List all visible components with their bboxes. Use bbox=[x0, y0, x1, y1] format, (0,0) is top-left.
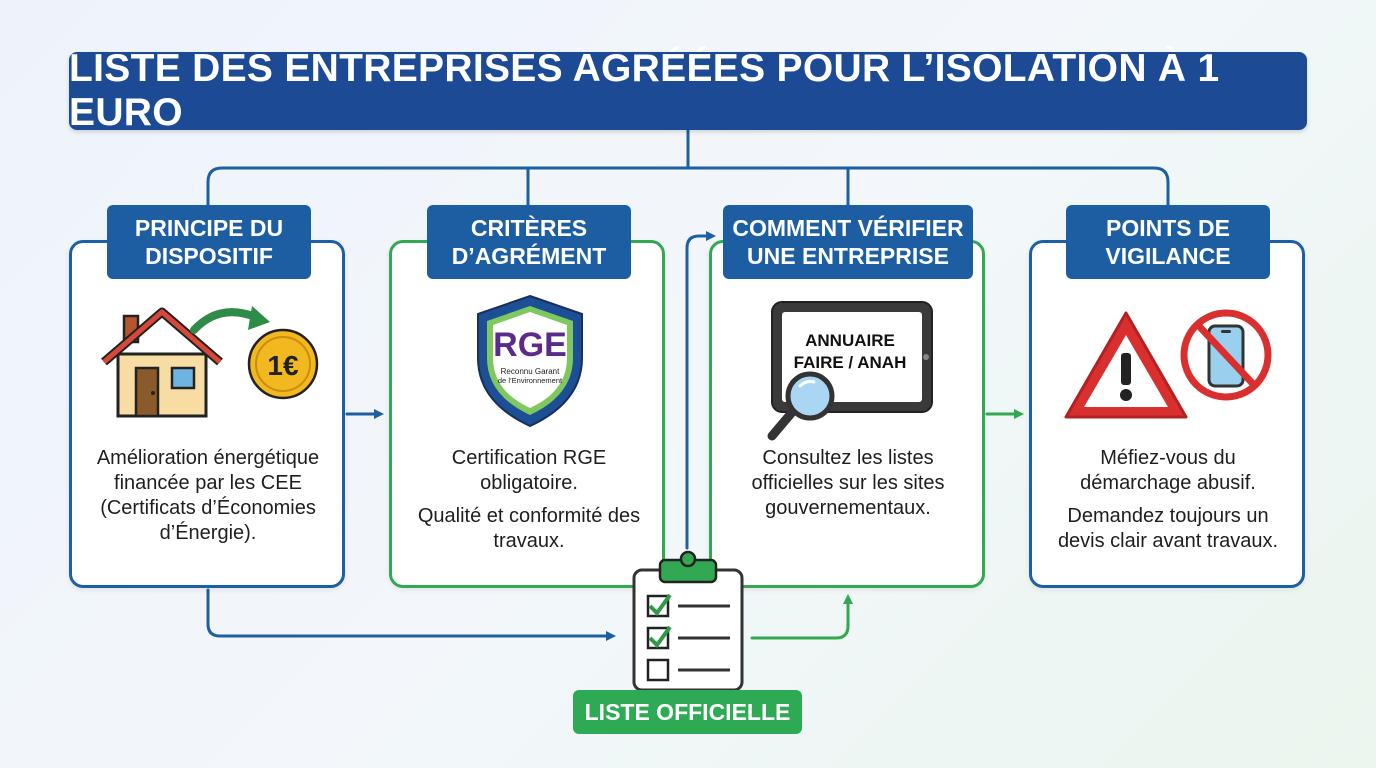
green-arrow-icon bbox=[190, 308, 262, 334]
desc-vigilance-text-2: Demandez toujours un devis clair avant t… bbox=[1057, 505, 1279, 552]
arrow-liste-to-verifier-bottom bbox=[750, 594, 853, 640]
euro-coin-icon: 1€ bbox=[247, 328, 319, 400]
clipboard-checklist-icon bbox=[632, 550, 744, 692]
desc-verifier-text: Consultez les listes officielles sur les… bbox=[751, 447, 945, 519]
top-branch-line bbox=[206, 166, 1170, 212]
house-icon bbox=[101, 307, 223, 418]
tag-vigilance: POINTS DE VIGILANCE bbox=[1066, 205, 1270, 279]
desc-vigilance-text-1: Méfiez-vous du démarchage abusif. bbox=[1080, 447, 1256, 494]
coin-label: 1€ bbox=[267, 350, 299, 381]
desc-criteres-text-1: Certification RGE obligatoire. bbox=[451, 447, 607, 494]
card-principe bbox=[69, 240, 345, 588]
desc-principe-text: Amélioration énergétique financée par le… bbox=[96, 447, 320, 544]
desc-verifier: Consultez les listes officielles sur les… bbox=[728, 446, 968, 529]
rge-badge-title: RGE bbox=[493, 326, 567, 364]
rge-badge-sub1: Reconnu Garant bbox=[501, 367, 560, 376]
vigilance-icons bbox=[1064, 309, 1272, 419]
arrow-principe-to-liste bbox=[206, 588, 616, 641]
no-phone-icon bbox=[1180, 309, 1272, 401]
liste-officielle-label: LISTE OFFICIELLE bbox=[573, 690, 802, 734]
page-title: LISTE DES ENTREPRISES AGRÉÉES POUR L’ISO… bbox=[69, 47, 1220, 134]
warning-icon bbox=[1064, 311, 1188, 419]
card-verifier bbox=[709, 240, 985, 588]
tag-principe: PRINCIPE DU DISPOSITIF bbox=[107, 205, 311, 279]
magnifier-icon bbox=[767, 371, 835, 441]
arrow-liste-to-verifier-top bbox=[685, 231, 716, 550]
desc-vigilance: Méfiez-vous du démarchage abusif. Demand… bbox=[1044, 446, 1292, 562]
desc-criteres-text-2: Qualité et conformité des travaux. bbox=[417, 505, 641, 552]
title-banner: LISTE DES ENTREPRISES AGRÉÉES POUR L’ISO… bbox=[69, 47, 1307, 134]
desc-criteres: Certification RGE obligatoire. Qualité e… bbox=[410, 446, 648, 562]
house-to-coin-icon: 1€ bbox=[101, 306, 319, 418]
desc-principe: Amélioration énergétique financée par le… bbox=[88, 446, 328, 554]
rge-shield-icon: RGE Reconnu Garant de l’Environnement bbox=[477, 294, 583, 428]
tag-criteres: CRITÈRES D’AGRÉMENT bbox=[427, 205, 631, 279]
screen-line1: ANNUAIRE bbox=[805, 331, 895, 350]
screen-line2: FAIRE / ANAH bbox=[794, 353, 907, 372]
tag-verifier: COMMENT VÉRIFIER UNE ENTREPRISE bbox=[723, 205, 973, 279]
rge-badge-sub2: de l’Environnement bbox=[498, 376, 563, 385]
tablet-search-icon: ANNUAIRE FAIRE / ANAH bbox=[767, 301, 933, 441]
